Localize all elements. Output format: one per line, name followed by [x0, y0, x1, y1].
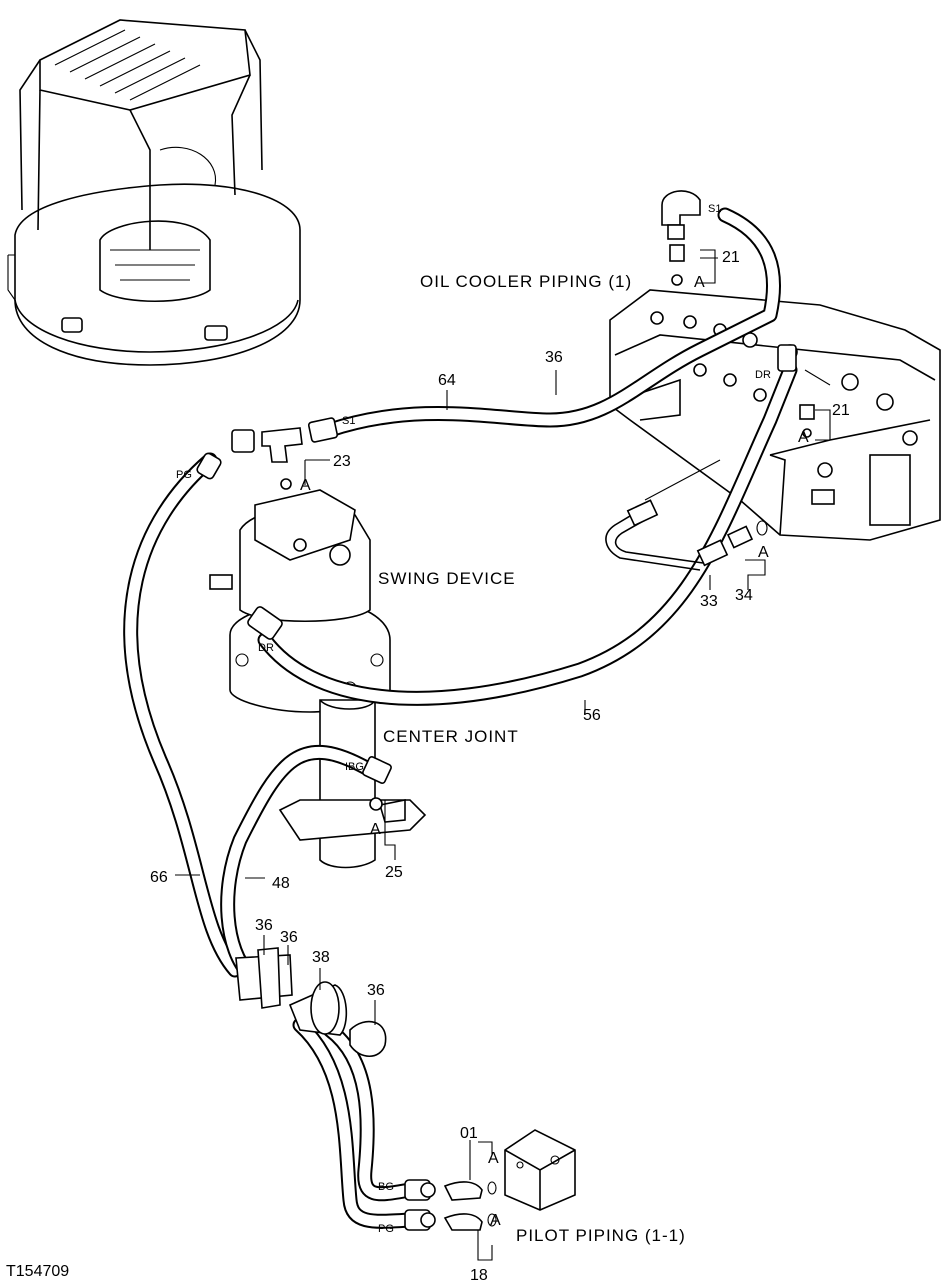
- pilot-piping-label: PILOT PIPING (1-1): [516, 1226, 686, 1245]
- port-tag-ibg: IBG: [345, 761, 364, 773]
- callout-66: 66: [150, 869, 168, 886]
- pilot-valve-block: [504, 1129, 576, 1211]
- detail-mark-a-21-top: A: [694, 274, 705, 291]
- leader-lines: [175, 249, 831, 1261]
- callout-21-valve: 21: [832, 402, 850, 419]
- detail-mark-a-01: A: [488, 1150, 499, 1167]
- swing-device-assembly: [209, 489, 427, 869]
- callout-38: 38: [312, 949, 330, 966]
- callout-64: 64: [438, 372, 456, 389]
- callout-48: 48: [272, 875, 290, 892]
- detail-marks: A A A A A A A: [300, 274, 809, 1229]
- port-tag-s1-mid: S1: [342, 415, 355, 427]
- port-tag-dr-swing: DR: [258, 642, 274, 654]
- callout-36-c: 36: [367, 982, 385, 999]
- callout-01: 01: [460, 1125, 478, 1142]
- excavator-overview: [7, 19, 301, 366]
- hose-56: [257, 362, 798, 706]
- detail-mark-a-34: A: [758, 544, 769, 561]
- port-tag-pg-lower: PG: [378, 1223, 394, 1235]
- center-joint-label: CENTER JOINT: [383, 727, 519, 746]
- port-tag-pg-upper: PG: [176, 469, 192, 481]
- hose-48: [220, 745, 378, 983]
- component-labels: OIL COOLER PIPING (1) SWING DEVICE CENTE…: [6, 272, 686, 1280]
- callout-36-a: 36: [255, 917, 273, 934]
- callout-33: 33: [700, 593, 718, 610]
- detail-mark-a-21-valve: A: [798, 429, 809, 446]
- callout-56: 56: [583, 707, 601, 724]
- callout-23: 23: [333, 453, 351, 470]
- port-tags: S1 S1 DR PG DR IBG BG PG: [176, 203, 771, 1235]
- hose-bundle-lower: [292, 1017, 418, 1229]
- detail-mark-a-23: A: [300, 477, 311, 494]
- part-callouts: 21 36 64 21 23 33 34 56 25 66 48 36 36 3…: [150, 249, 850, 1284]
- drain-pipe-33: [605, 459, 754, 571]
- hose-64: [322, 207, 782, 438]
- callout-25: 25: [385, 864, 403, 881]
- callout-36-top: 36: [545, 349, 563, 366]
- callout-18: 18: [470, 1267, 488, 1284]
- figure-id-label: T154709: [6, 1263, 69, 1280]
- callout-21-top: 21: [722, 249, 740, 266]
- hose-66: [123, 452, 243, 978]
- oil-cooler-piping-label: OIL COOLER PIPING (1): [420, 272, 632, 291]
- detail-mark-a-18: A: [490, 1212, 501, 1229]
- fittings: [196, 190, 815, 1231]
- callout-34: 34: [735, 587, 753, 604]
- detail-mark-a-25: A: [370, 821, 381, 838]
- callout-36-b: 36: [280, 929, 298, 946]
- swing-device-label: SWING DEVICE: [378, 569, 516, 588]
- port-tag-bg-lower: BG: [378, 1181, 394, 1193]
- port-tag-s1-top: S1: [708, 203, 721, 215]
- port-tag-dr-valve: DR: [755, 369, 771, 381]
